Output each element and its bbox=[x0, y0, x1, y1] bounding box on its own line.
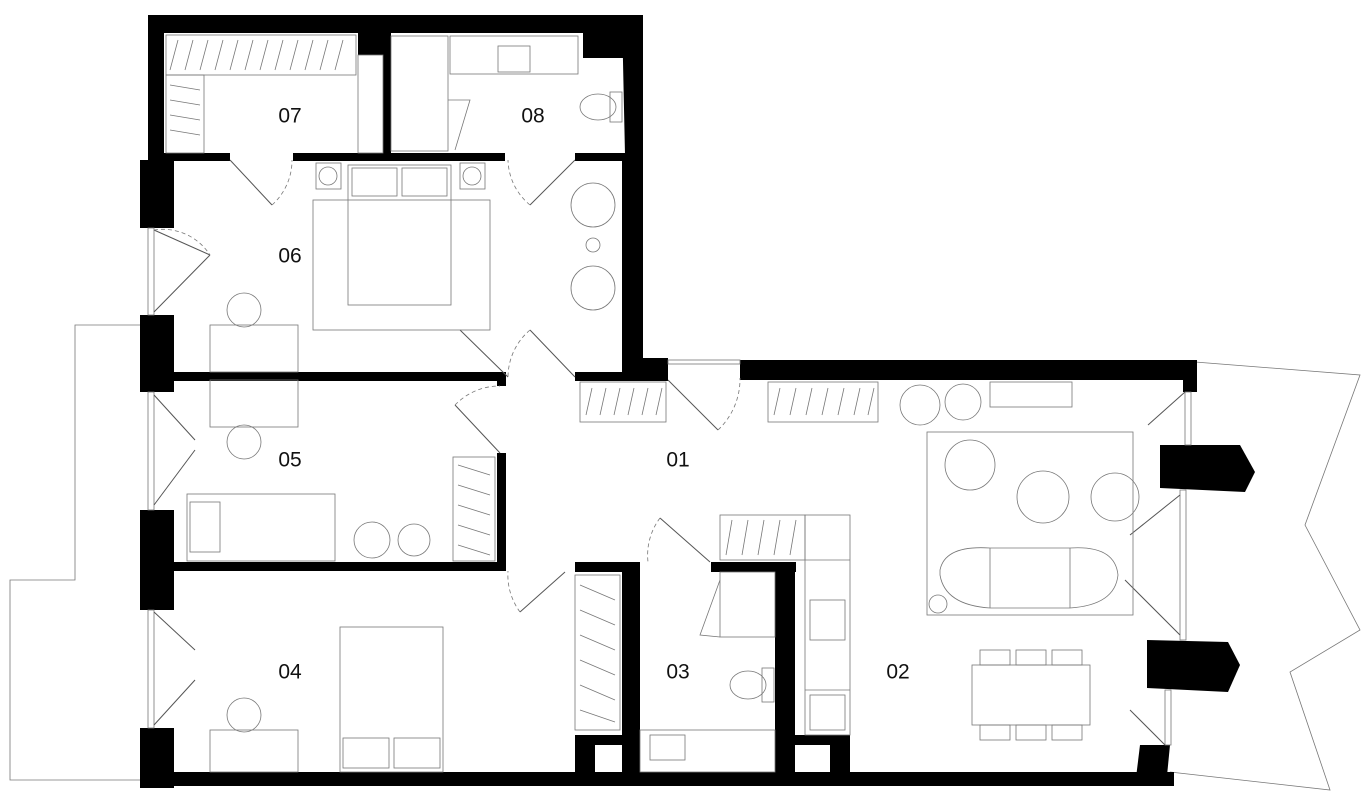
west-terrace bbox=[9, 324, 140, 781]
room-label-02: 02 bbox=[886, 661, 909, 684]
room-label-06: 06 bbox=[278, 245, 301, 268]
walls bbox=[140, 15, 1255, 788]
doors bbox=[153, 159, 1186, 746]
room-label-05: 05 bbox=[278, 449, 301, 472]
room-label-07: 07 bbox=[278, 105, 301, 128]
room-labels: 01 02 03 04 05 06 07 08 bbox=[278, 105, 909, 684]
furniture bbox=[165, 34, 1140, 773]
east-balcony bbox=[1169, 361, 1361, 791]
room-label-04: 04 bbox=[278, 661, 302, 684]
room-label-08: 08 bbox=[521, 105, 544, 128]
room-label-01: 01 bbox=[666, 449, 689, 472]
room-label-03: 03 bbox=[666, 661, 689, 684]
